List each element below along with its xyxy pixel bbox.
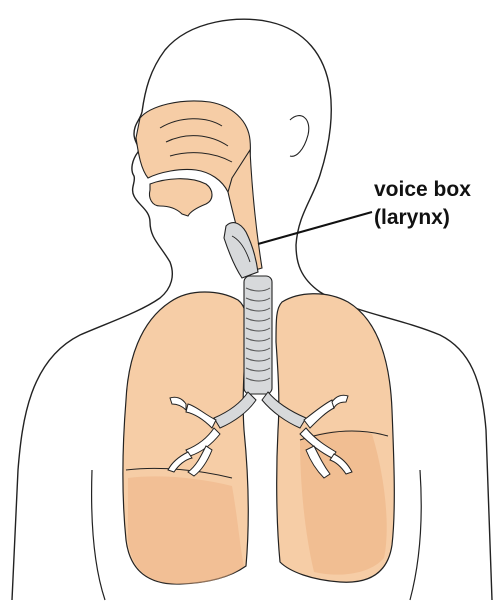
left-lung-lower-shade — [128, 476, 244, 584]
oral-cavity — [149, 179, 212, 216]
larynx-label: (larynx) — [374, 205, 450, 231]
ear — [290, 116, 309, 157]
label-pointer-line — [258, 212, 372, 244]
voice-box-label: voice box — [374, 177, 471, 203]
right-arm-crease — [410, 470, 421, 600]
left-arm-crease — [92, 470, 105, 600]
trachea — [244, 276, 272, 394]
